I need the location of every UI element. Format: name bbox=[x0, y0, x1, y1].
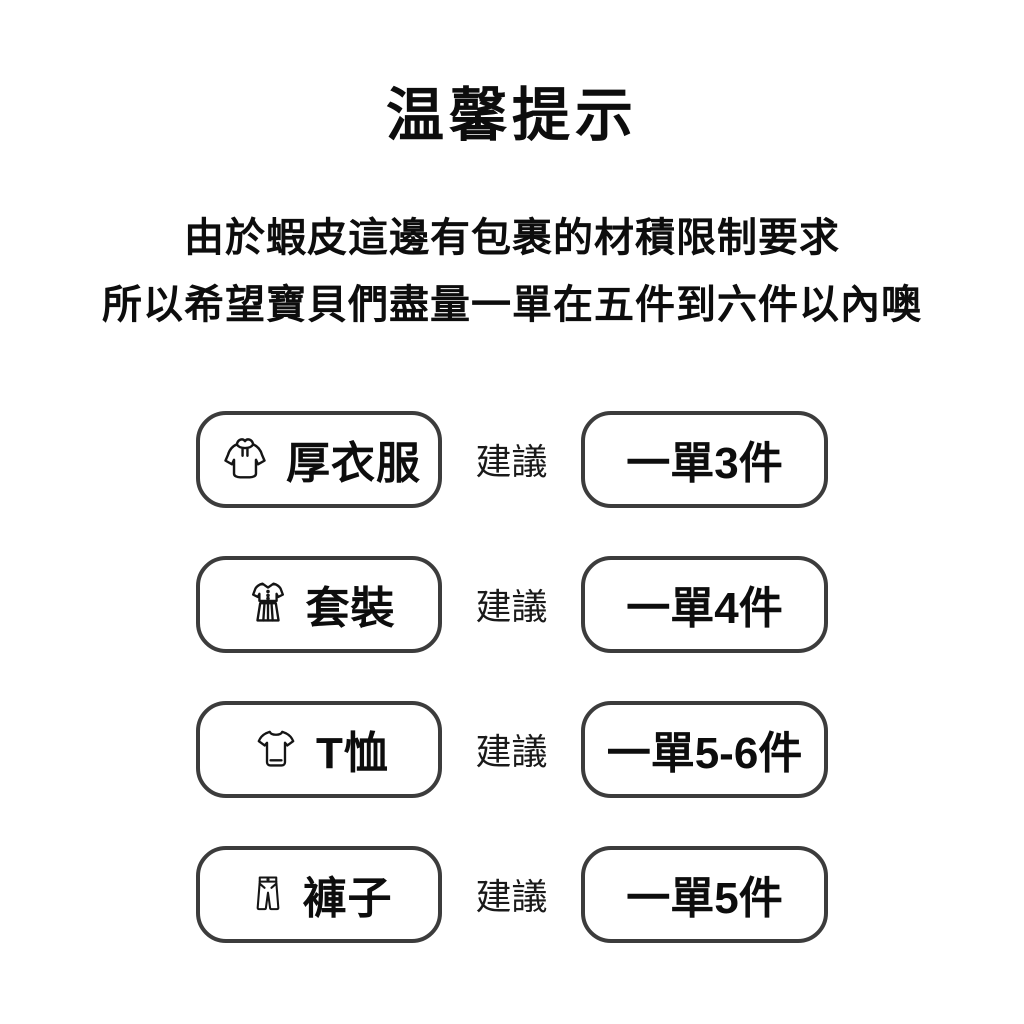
category-pill-pants: 褲子 bbox=[196, 845, 442, 943]
dress-icon bbox=[243, 575, 293, 633]
intro-line-1: 由於蝦皮這邊有包裹的材積限制要求 bbox=[184, 215, 840, 260]
category-label: 褲子 bbox=[302, 874, 393, 924]
suggestion-pill-thick-clothes: 一單3件 bbox=[581, 410, 828, 508]
tshirt-icon bbox=[249, 724, 303, 774]
pants-icon bbox=[246, 866, 290, 922]
intro-line-2: 所以希望寶貝們盡量一單在五件到六件以內噢 bbox=[102, 282, 922, 327]
suggestion-table: 厚衣服 建議 一單3件 套裝 建議 bbox=[0, 410, 1024, 943]
suggestion-pill-outfit: 一單4件 bbox=[581, 555, 828, 653]
category-pill-outfit: 套裝 bbox=[196, 555, 442, 653]
row-pants: 褲子 建議 一單5件 bbox=[196, 845, 828, 943]
advice-label: 建議 bbox=[475, 586, 548, 628]
suggestion-label: 一單5-6件 bbox=[606, 729, 803, 779]
advice-label: 建議 bbox=[475, 731, 548, 773]
category-label: T恤 bbox=[316, 729, 389, 779]
hoodie-icon bbox=[217, 433, 273, 485]
suggestion-pill-tshirt: 一單5-6件 bbox=[581, 700, 828, 798]
category-pill-thick-clothes: 厚衣服 bbox=[196, 410, 442, 508]
suggestion-label: 一單3件 bbox=[626, 439, 783, 489]
advice-label: 建議 bbox=[475, 876, 548, 918]
page-title: 温馨提示 bbox=[385, 83, 638, 148]
suggestion-pill-pants: 一單5件 bbox=[581, 845, 828, 943]
category-label: 厚衣服 bbox=[286, 439, 421, 489]
category-pill-tshirt: T恤 bbox=[196, 700, 442, 798]
suggestion-label: 一單5件 bbox=[626, 874, 783, 924]
row-outfit: 套裝 建議 一單4件 bbox=[196, 555, 828, 653]
row-tshirt: T恤 建議 一單5-6件 bbox=[196, 700, 828, 798]
advice-label: 建議 bbox=[475, 441, 548, 483]
row-thick-clothes: 厚衣服 建議 一單3件 bbox=[196, 410, 828, 508]
category-label: 套裝 bbox=[305, 584, 396, 634]
suggestion-label: 一單4件 bbox=[626, 584, 783, 634]
intro-text: 由於蝦皮這邊有包裹的材積限制要求 所以希望寶貝們盡量一單在五件到六件以內噢 bbox=[0, 205, 1024, 339]
